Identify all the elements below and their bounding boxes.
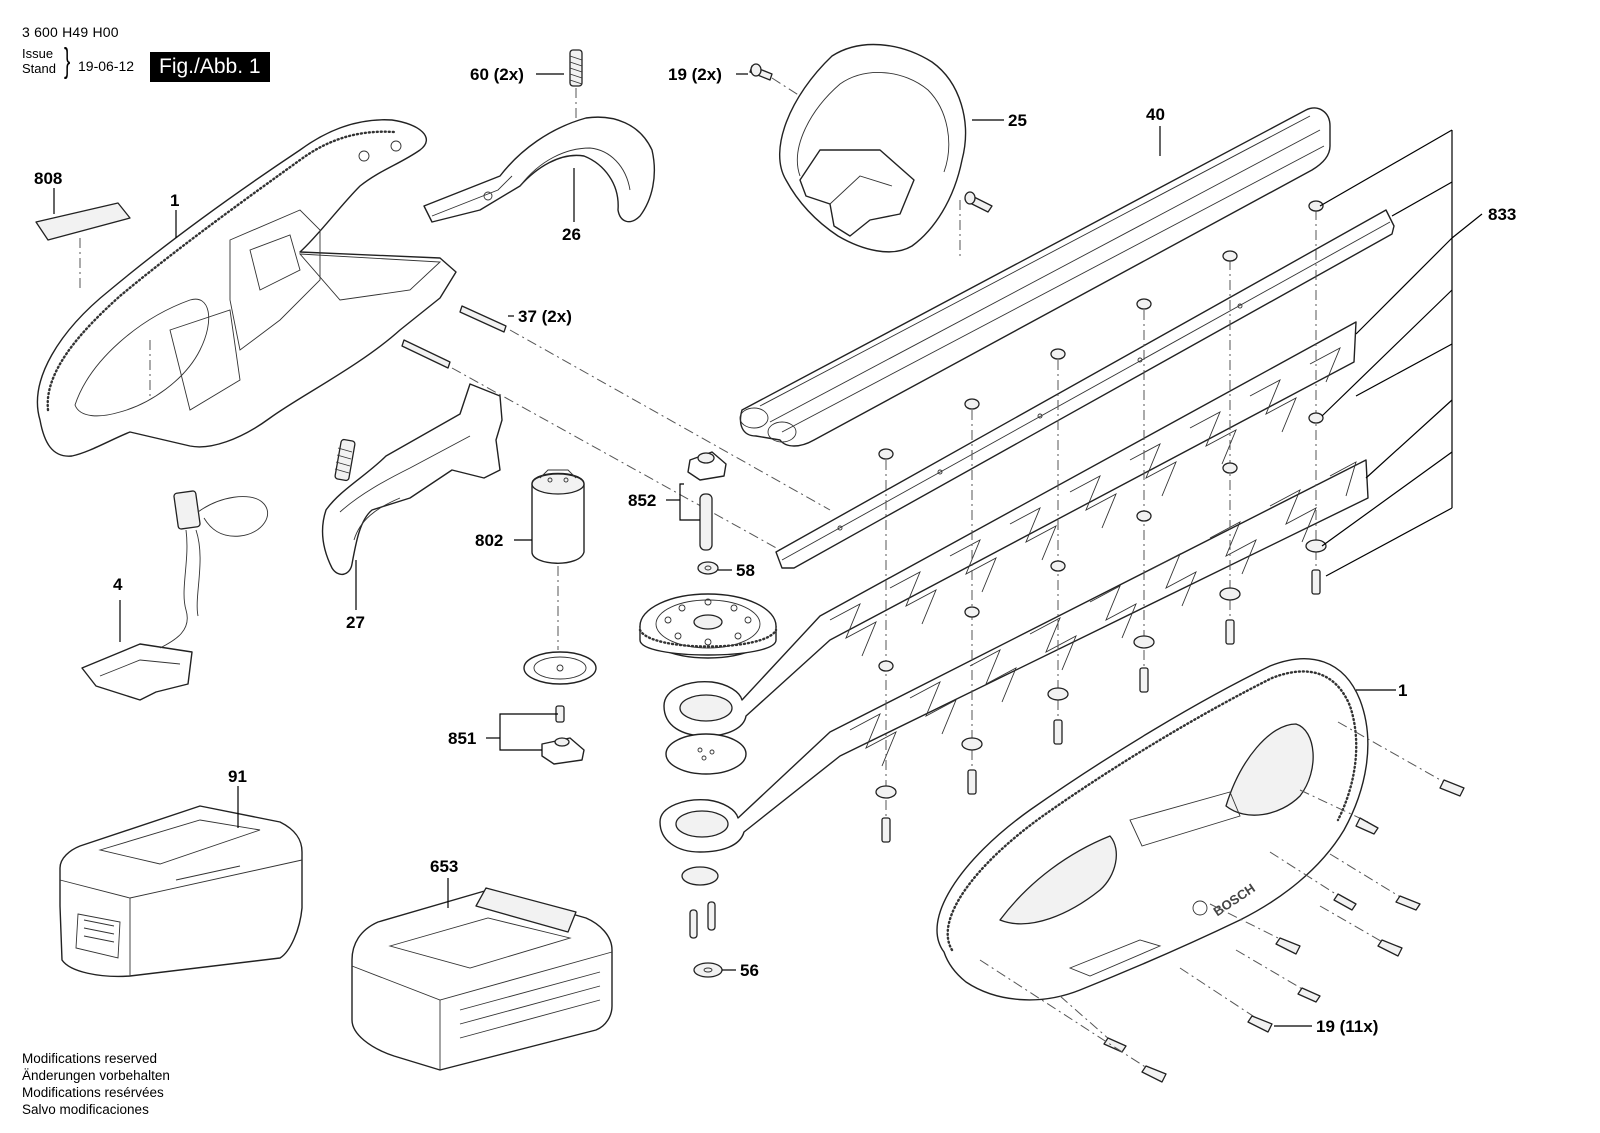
callout-808: 808	[34, 169, 62, 188]
part-1-housing-left	[36, 119, 457, 457]
part-802-fan-disc	[523, 651, 597, 685]
drawing-number: 3 600 H49 H00	[22, 24, 119, 40]
callout-19-top: 19 (2x)	[668, 65, 722, 84]
part-833-blade-upper	[663, 321, 1357, 737]
part-26-switch-lever	[423, 116, 655, 223]
callout-19-bottom: 19 (11x)	[1316, 1017, 1378, 1036]
callout-852: 852	[628, 491, 656, 510]
callout-60: 60 (2x)	[470, 65, 524, 84]
part-852-bearing-bracket	[687, 451, 727, 551]
callout-1-right: 1	[1398, 681, 1407, 700]
part-drive-gear	[638, 593, 778, 659]
part-833-blade-lower	[659, 459, 1369, 939]
brace-glyph: }	[64, 42, 71, 80]
gear-holes	[664, 598, 752, 646]
fastener-stacks	[875, 200, 1327, 843]
part-91-battery-pack	[59, 805, 303, 978]
leader-lines	[53, 73, 1396, 1027]
callout-91: 91	[228, 767, 247, 786]
callout-58: 58	[736, 561, 755, 580]
part-60-spring-top	[569, 49, 583, 132]
part-833-bracket	[1319, 129, 1483, 577]
notice-line-fr: Modifications resérvées	[22, 1085, 164, 1100]
part-19-screw-guard	[964, 191, 993, 213]
modification-notice: Modifications reserved Änderungen vorbeh…	[22, 1050, 170, 1118]
part-808-label-plate	[35, 202, 131, 292]
part-833-guide-rail	[775, 209, 1395, 569]
part-25-hand-guard	[778, 43, 967, 260]
part-58-washer	[697, 561, 719, 575]
issue-label: Issue Stand	[22, 46, 68, 76]
part-653-charger	[351, 887, 613, 1071]
callout-26: 26	[562, 225, 581, 244]
part-851-bearing-bracket	[541, 705, 585, 765]
callout-802: 802	[475, 531, 503, 550]
callout-56: 56	[740, 961, 759, 980]
callout-851: 851	[448, 729, 476, 748]
callout-25: 25	[1008, 111, 1027, 130]
notice-line-es: Salvo modificaciones	[22, 1102, 149, 1117]
part-1-housing-right: BOSCH	[936, 658, 1369, 1001]
part-40-blade-sheath	[739, 107, 1331, 447]
part-4-switch-wiring	[81, 490, 268, 701]
part-27-rear-handle	[321, 383, 503, 575]
notice-line-de: Änderungen vorbehalten	[22, 1068, 170, 1083]
callout-653: 653	[430, 857, 458, 876]
callout-1-left: 1	[170, 191, 179, 210]
part-37-pins	[401, 305, 831, 551]
callout-40: 40	[1146, 105, 1165, 124]
callout-833: 833	[1488, 205, 1516, 224]
callout-27: 27	[346, 613, 365, 632]
part-56-washer	[693, 962, 723, 978]
callout-37: 37 (2x)	[518, 307, 572, 326]
figure-badge: Fig./Abb. 1	[150, 52, 270, 82]
issue-label-en: Issue	[22, 46, 54, 61]
part-19-screw-top	[749, 63, 801, 160]
part-802-motor	[531, 469, 585, 650]
issue-label-de: Stand	[22, 61, 56, 76]
part-19-screws-right	[979, 721, 1465, 1083]
notice-line-en: Modifications reserved	[22, 1051, 158, 1066]
issue-date: 19-06-12	[78, 58, 135, 74]
callout-4: 4	[113, 575, 123, 594]
